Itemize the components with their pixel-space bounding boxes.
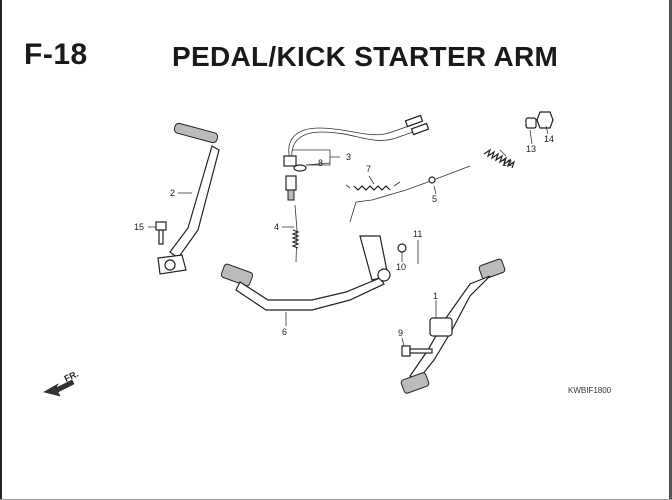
adjusting-nut-14 — [536, 111, 554, 129]
stop-switch-spring-arm — [294, 204, 298, 263]
page-border-right — [669, 0, 672, 500]
stop-switch-body — [285, 175, 297, 191]
front-arrow-icon — [43, 379, 75, 397]
cable-adjuster-top — [283, 155, 297, 167]
brake-rod-spring-12 — [483, 148, 516, 169]
callout-9: 9 — [398, 328, 403, 338]
step-bar-lower-pad — [400, 372, 430, 394]
stop-switch-spring-coil — [291, 229, 300, 249]
callout-5: 5 — [432, 194, 437, 204]
return-spring-7-hooks — [345, 181, 401, 189]
bolt-9-shank — [409, 348, 433, 354]
callout-4: 4 — [274, 222, 279, 232]
page-title: PEDAL/KICK STARTER ARM — [172, 41, 559, 72]
brake-rod-joint — [428, 176, 436, 184]
step-bar-mount — [429, 317, 453, 337]
callout-2: 2 — [170, 188, 175, 198]
nut-8 — [293, 164, 307, 172]
bolt-15-shank — [158, 229, 164, 245]
step-bar-upper-pad — [478, 258, 506, 280]
brake-rod-line — [349, 165, 471, 223]
leader-14 — [545, 125, 549, 135]
section-id: F-18 — [24, 38, 88, 71]
leader-9 — [401, 337, 405, 347]
brake-pedal — [220, 235, 391, 311]
kick-starter-lever — [169, 145, 220, 259]
kick-starter-rubber-grip — [173, 122, 219, 144]
brake-cable — [283, 114, 430, 167]
callout-1: 1 — [433, 291, 438, 301]
callout-15: 15 — [134, 222, 144, 232]
bolt-9-head — [401, 345, 411, 357]
callout-12: 12 — [502, 158, 512, 168]
cable-end-2 — [410, 122, 430, 136]
cable-end-1 — [404, 114, 424, 128]
brake-rod — [349, 165, 471, 223]
brake-pedal-pivot — [377, 268, 391, 282]
return-spring-7-coil — [353, 185, 391, 191]
front-arrow-label: FR. — [63, 369, 80, 384]
return-spring-7 — [345, 181, 401, 191]
brake-pedal-arm — [235, 277, 385, 311]
callout-10: 10 — [396, 262, 406, 272]
leader-3 — [292, 149, 340, 166]
diagram-code: KWBIF1800 — [568, 386, 612, 395]
brake-cable-line-2 — [291, 127, 425, 161]
callout-8: 8 — [318, 158, 323, 168]
stop-switch-plunger — [287, 189, 295, 201]
callout-6: 6 — [282, 327, 287, 337]
bolt-15 — [155, 221, 167, 245]
leader-5 — [433, 185, 437, 195]
leader-13 — [529, 129, 533, 145]
page-border-left — [0, 0, 2, 500]
callout-11: 11 — [413, 229, 422, 239]
adjusting-joint-13 — [525, 117, 537, 129]
leader-8 — [305, 162, 331, 166]
leader-7 — [368, 175, 375, 185]
brake-cable-line — [288, 121, 421, 161]
bolt-15-head — [155, 221, 167, 231]
bolt-9 — [401, 345, 433, 357]
step-bar-1 — [400, 258, 506, 394]
front-direction-arrow: FR. — [43, 369, 80, 397]
leader-12 — [499, 149, 507, 157]
callout-7: 7 — [366, 164, 371, 174]
kick-starter-spline-hole — [164, 259, 176, 271]
brake-pedal-pad — [220, 263, 254, 287]
callout-3: 3 — [346, 152, 351, 162]
kick-starter-arm — [157, 122, 220, 275]
callout-13: 13 — [526, 144, 536, 154]
stop-switch — [285, 175, 300, 263]
washer-10 — [397, 243, 407, 253]
callout-14: 14 — [544, 134, 554, 144]
